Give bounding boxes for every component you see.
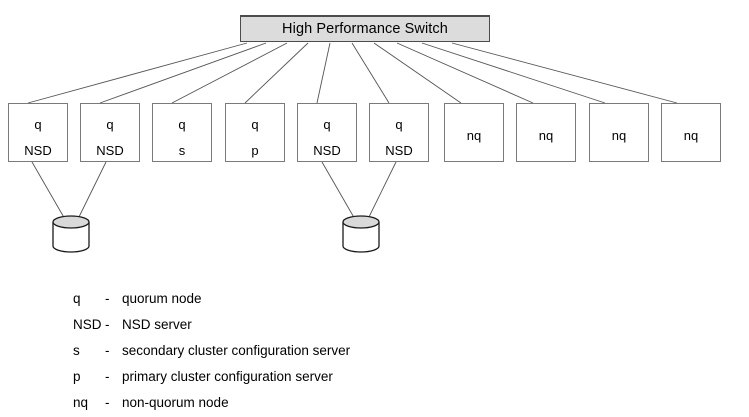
node-role-nsd: NSD	[24, 143, 52, 158]
switch-link-4	[244, 42, 309, 104]
switch-link-5	[316, 42, 331, 104]
switch-link-8	[396, 42, 534, 104]
disk-right[interactable]	[340, 213, 382, 255]
legend-dash: -	[105, 291, 110, 306]
node-role-non-quorum: nq	[611, 128, 627, 143]
node-role-quorum: q	[251, 117, 259, 132]
node-box-4[interactable]: q p	[225, 103, 285, 162]
node-role-quorum: q	[34, 117, 42, 132]
legend-dash: -	[105, 369, 110, 384]
disk-left[interactable]	[50, 213, 92, 255]
node-box-2[interactable]: q NSD	[80, 103, 140, 162]
legend-row-non-quorum: nq - non-quorum node	[73, 390, 493, 416]
legend-row-primary: p - primary cluster configuration server	[73, 364, 493, 390]
node-role-quorum: q	[395, 117, 403, 132]
legend-dash: -	[105, 395, 110, 410]
legend: q - quorum node NSD - NSD server s - sec…	[73, 286, 493, 416]
legend-description: primary cluster configuration server	[122, 369, 333, 384]
node-role-nsd: NSD	[96, 143, 124, 158]
legend-dash: -	[105, 317, 110, 332]
node-box-6[interactable]: q NSD	[369, 103, 429, 162]
legend-dash: -	[105, 343, 110, 358]
switch-link-6	[351, 42, 390, 104]
node-role-nsd: NSD	[385, 143, 413, 158]
legend-symbol: NSD	[73, 317, 102, 332]
node-box-9[interactable]: nq	[589, 103, 649, 162]
node-role-non-quorum: nq	[466, 128, 482, 143]
legend-description: secondary cluster configuration server	[122, 343, 351, 358]
legend-row-nsd: NSD - NSD server	[73, 312, 493, 338]
node-box-7[interactable]: nq	[444, 103, 504, 162]
switch-link-3	[171, 42, 288, 104]
legend-symbol: p	[73, 369, 81, 384]
node-role-non-quorum: nq	[683, 128, 699, 143]
switch-link-7	[373, 42, 462, 104]
legend-symbol: s	[73, 343, 80, 358]
node-box-10[interactable]: nq	[661, 103, 721, 162]
node-role-quorum: q	[178, 117, 186, 132]
high-performance-switch[interactable]: High Performance Switch	[240, 15, 490, 42]
node-box-3[interactable]: q s	[152, 103, 212, 162]
switch-link-1	[27, 42, 248, 104]
legend-symbol: nq	[73, 395, 89, 410]
node-role-nsd: NSD	[313, 143, 341, 158]
switch-link-10	[451, 42, 678, 104]
switch-link-9	[421, 42, 606, 104]
node-box-1[interactable]: q NSD	[8, 103, 68, 162]
switch-link-2	[99, 42, 267, 104]
node-role-quorum: q	[323, 117, 331, 132]
legend-description: quorum node	[122, 291, 202, 306]
legend-description: non-quorum node	[122, 395, 229, 410]
node-box-8[interactable]: nq	[516, 103, 576, 162]
legend-description: NSD server	[122, 317, 192, 332]
node-role-primary: p	[251, 143, 259, 158]
switch-label: High Performance Switch	[282, 21, 448, 37]
legend-symbol: q	[73, 291, 81, 306]
legend-row-quorum: q - quorum node	[73, 286, 493, 312]
node-box-5[interactable]: q NSD	[297, 103, 357, 162]
node-role-quorum: q	[106, 117, 114, 132]
node-role-secondary: s	[178, 143, 186, 158]
legend-row-secondary: s - secondary cluster configuration serv…	[73, 338, 493, 364]
node-role-non-quorum: nq	[538, 128, 554, 143]
